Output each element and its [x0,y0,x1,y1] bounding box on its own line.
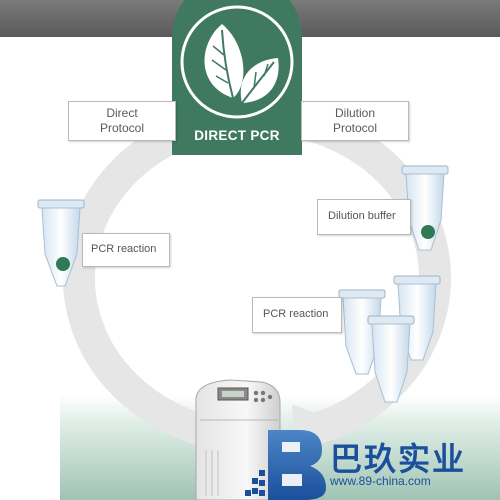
dilution-buffer-label: Dilution buffer [328,210,396,222]
tube-dilution-buffer [401,165,449,251]
direct-protocol-line-1: Direct [106,106,138,120]
dilution-protocol-line-1: Dilution [334,106,376,120]
pcr-reaction-right-label: PCR reaction [263,308,329,320]
leaf-icon [204,24,279,104]
dilution-buffer-box: Dilution buffer [317,199,411,235]
thermal-cycler [195,379,281,500]
direct-protocol-line-2: Protocol [99,121,145,135]
dilution-protocol-box: Dilution Protocol [301,101,409,141]
badge-title: DIRECT PCR [194,128,280,143]
company-logo [245,430,326,500]
brand-url: www.89-china.com [330,474,431,488]
tube-cluster [338,275,441,403]
direct-protocol-box: Direct Protocol [68,101,176,141]
badge-ring [180,5,294,119]
dilution-protocol-line-2: Protocol [332,121,378,135]
brand-name-cn: 巴玖实业 [330,440,467,478]
tube-direct [37,199,85,287]
pcr-reaction-right-box: PCR reaction [252,297,342,333]
pcr-reaction-left-box: PCR reaction [82,233,170,267]
pcr-reaction-left-label: PCR reaction [91,243,157,255]
